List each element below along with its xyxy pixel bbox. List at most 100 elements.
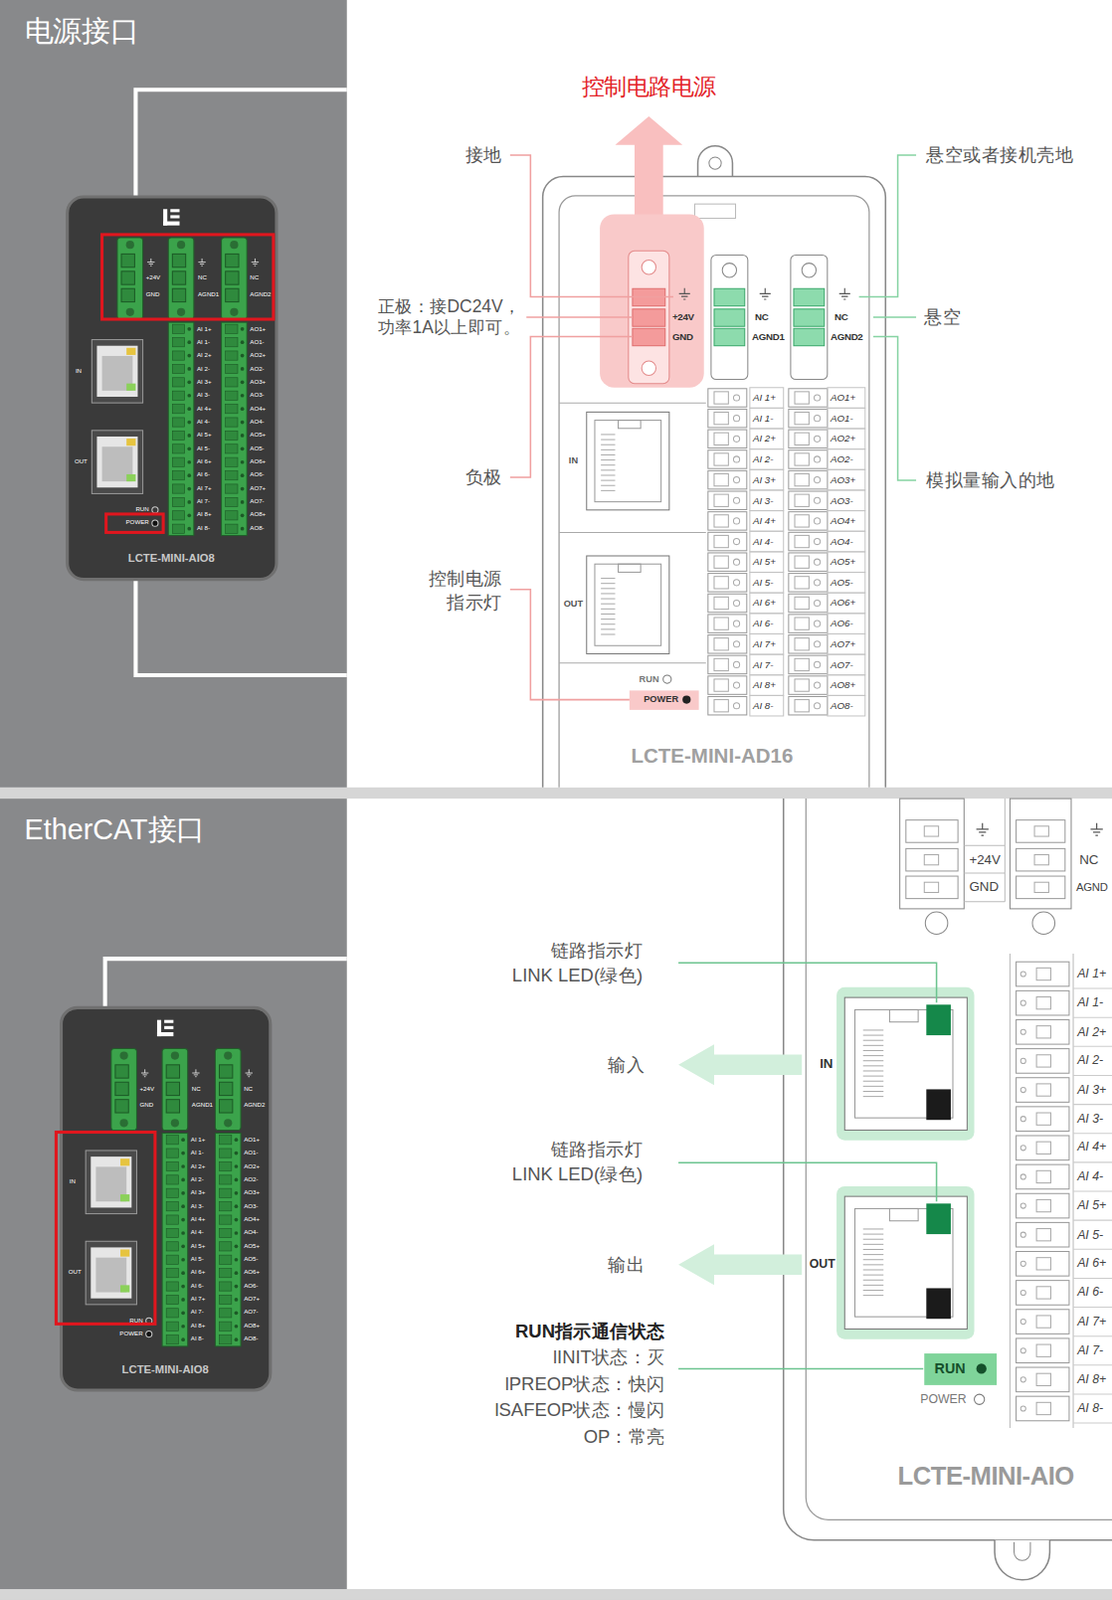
terminal-screw <box>1020 971 1026 977</box>
pin-label: AO5+ <box>830 556 856 568</box>
led <box>152 520 159 527</box>
ground-symbol <box>141 1069 149 1077</box>
rj45-pin <box>863 1234 885 1236</box>
label-box <box>1073 1306 1112 1308</box>
pin-label: AI 5- <box>1077 1227 1104 1243</box>
mount-hole <box>171 1118 180 1127</box>
leader-line <box>678 962 936 1003</box>
rj45-pin <box>600 474 615 476</box>
terminal-slot <box>219 1255 232 1265</box>
rj45-tab <box>618 420 642 429</box>
port-label: OUT <box>74 458 88 467</box>
rj45-pin <box>600 633 615 635</box>
rj45-pin <box>863 1239 885 1241</box>
terminal-slot <box>794 412 809 425</box>
rj45-pin <box>863 1081 885 1083</box>
terminal-slot <box>1016 820 1066 844</box>
terminal-screw <box>733 538 740 545</box>
logo-mark <box>163 221 180 226</box>
led <box>126 348 136 356</box>
terminal-screw <box>186 340 191 345</box>
label-box <box>827 592 866 614</box>
pin-label: AI 4- <box>190 1229 204 1238</box>
pin-label: AI 4+ <box>190 1216 206 1225</box>
terminal-block <box>1016 1049 1070 1075</box>
rj45-pin <box>600 449 615 451</box>
terminal-slot <box>225 511 238 521</box>
pin-label: AI 1- <box>196 338 210 347</box>
label-box <box>1073 1075 1112 1077</box>
label-box <box>1073 1423 1112 1425</box>
callout-text: 负极 <box>465 465 503 489</box>
mount-hole <box>1014 1542 1031 1561</box>
terminal-slot <box>1036 1112 1051 1125</box>
terminal-screw <box>234 1337 239 1342</box>
terminal-screw <box>186 420 191 425</box>
terminal-screw <box>186 327 191 332</box>
terminal-screw <box>234 1204 239 1209</box>
terminal-screw <box>1020 1087 1026 1093</box>
terminal-screw <box>234 1324 239 1329</box>
terminal-screw <box>813 558 820 565</box>
pin-label: AO3- <box>249 391 264 400</box>
rj45-pin <box>863 1280 885 1282</box>
terminal-screw <box>240 340 245 345</box>
pin-label: AI 7- <box>190 1308 204 1317</box>
link-led <box>926 1004 951 1036</box>
pin-label: AI 2- <box>1077 1053 1104 1069</box>
mount-hole <box>120 1118 129 1127</box>
label-box <box>1073 1190 1112 1192</box>
ground-line <box>759 288 771 300</box>
pin-label: AO1+ <box>830 391 856 404</box>
rj45-pin <box>863 1029 885 1031</box>
device-inner-outline <box>558 195 870 788</box>
led <box>126 383 136 391</box>
sidebar-ground <box>0 798 348 1590</box>
terminal-screw <box>1020 1000 1026 1006</box>
terminal-block <box>788 593 828 612</box>
terminal-slot <box>219 1321 232 1331</box>
pin-label: AI 3+ <box>190 1189 206 1198</box>
pin-label: AO5+ <box>243 1243 260 1252</box>
label-box <box>827 654 866 676</box>
terminal-slot <box>225 288 239 302</box>
terminal-screw <box>234 1271 239 1276</box>
terminal-screw <box>181 1218 186 1223</box>
pin-label: AO5- <box>243 1256 258 1265</box>
terminal-screw <box>813 641 820 648</box>
terminal-slot <box>219 1282 232 1292</box>
terminal-slot <box>714 494 729 507</box>
link-led <box>926 1203 951 1235</box>
pin-label: AI 5- <box>752 576 774 589</box>
power-highlight <box>599 213 705 387</box>
pin-label: AI 5+ <box>1077 1198 1107 1214</box>
pointer-line <box>135 572 347 676</box>
terminal-screw <box>813 703 820 710</box>
terminal-slot <box>172 524 185 534</box>
leader-line <box>510 589 630 701</box>
pin-label: AI 8- <box>752 700 774 713</box>
pin-label: AI 6+ <box>196 458 212 467</box>
terminal-label: +24V <box>968 851 1001 869</box>
terminal-block <box>1016 1367 1070 1393</box>
terminal-screw <box>1020 1203 1026 1209</box>
terminal-screw <box>240 500 245 505</box>
pin-label: AO6- <box>249 471 264 480</box>
rj45-pin <box>863 1228 885 1230</box>
terminal-screw <box>733 661 740 668</box>
terminal-slot <box>225 457 238 467</box>
ground-symbol <box>1090 823 1103 836</box>
terminal-label: AGND <box>1076 880 1108 895</box>
pin-label: AO7- <box>830 658 854 671</box>
terminal-screw <box>240 393 245 398</box>
sidebar-ground <box>0 0 348 788</box>
ground-line <box>679 288 691 300</box>
terminal-connector <box>221 237 248 320</box>
led <box>120 1249 130 1257</box>
terminal-slot <box>166 1148 179 1158</box>
terminal-screw <box>733 394 740 401</box>
mount-hole <box>641 361 656 375</box>
rj45-pin <box>600 592 615 594</box>
mount-hole <box>126 308 135 317</box>
terminal-slot <box>219 1135 232 1145</box>
